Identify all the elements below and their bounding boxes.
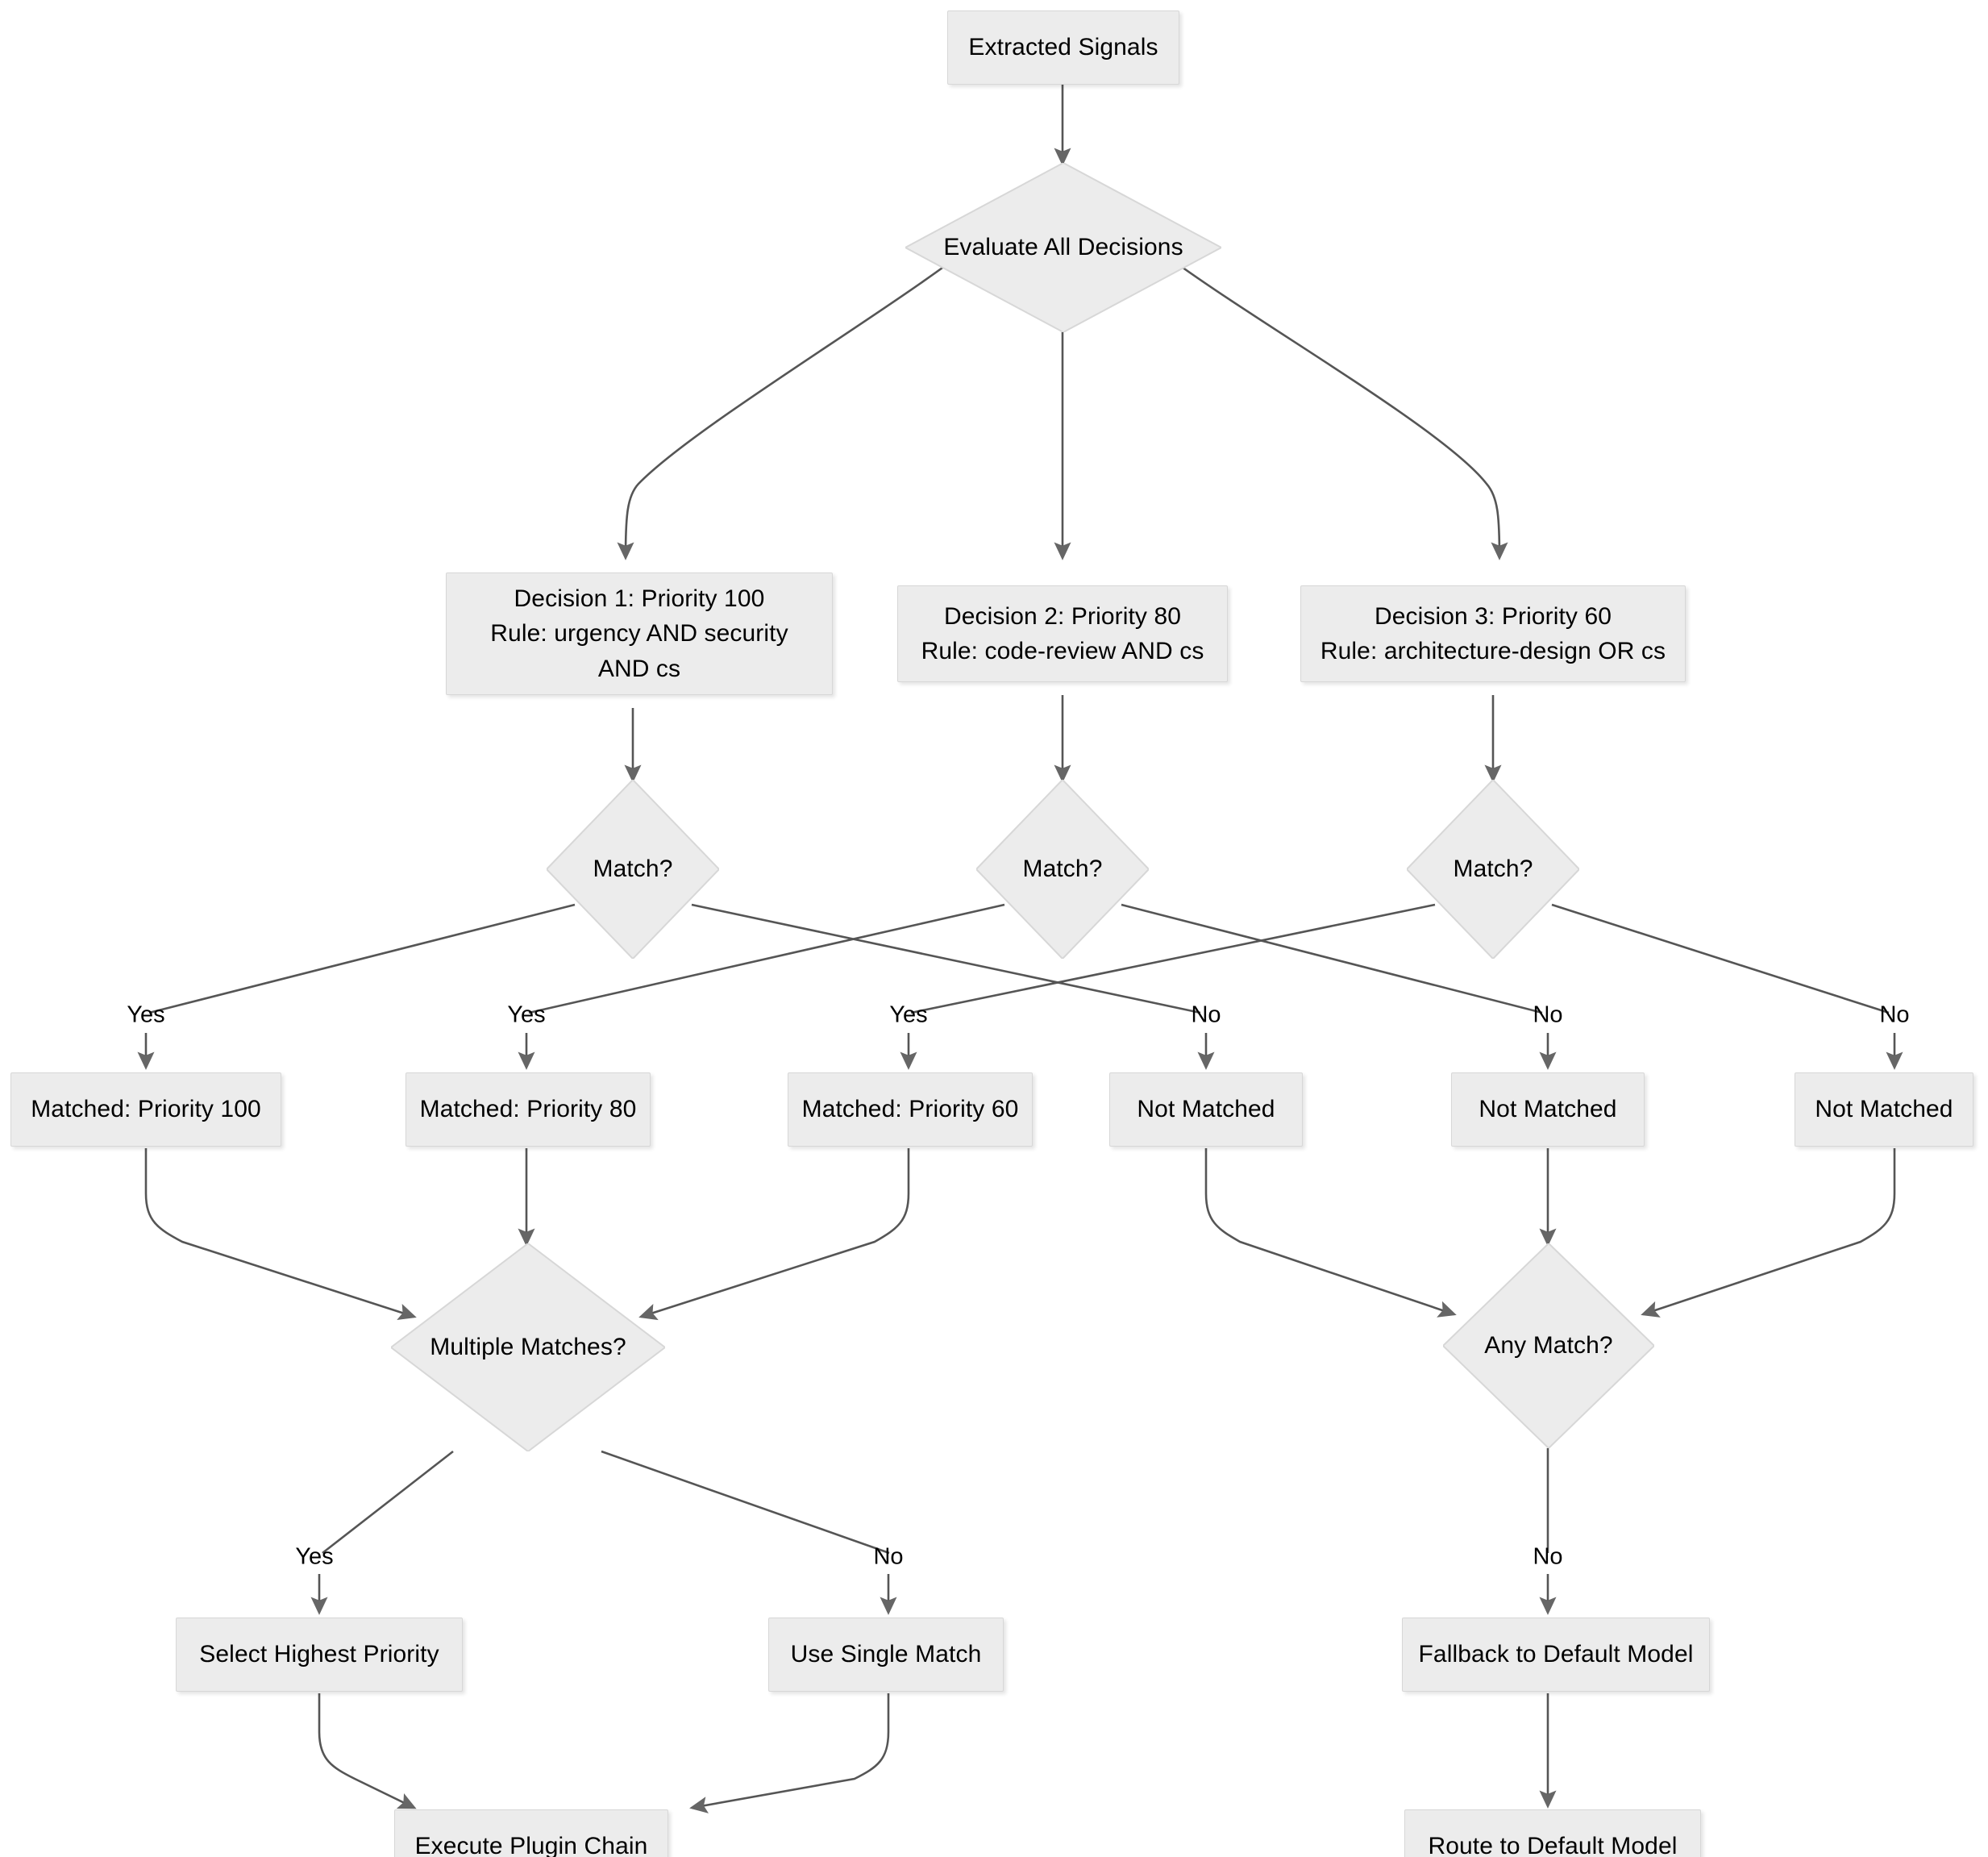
edge-usesingle-executeplugin	[689, 1693, 890, 1813]
edge-matched3-multiple	[638, 1148, 910, 1321]
edge-selecthighest-executeplugin	[318, 1693, 417, 1809]
edge-match2-yes	[528, 903, 1005, 1014]
edge-label-yes-3: Yes	[889, 1001, 928, 1028]
node-decision-3[interactable]: Decision 3: Priority 60 Rule: architectu…	[1300, 585, 1686, 682]
edge-label-yes-2: Yes	[507, 1001, 546, 1028]
edge-notmatched3-anymatch	[1641, 1148, 1896, 1318]
node-extracted-signals[interactable]: Extracted Signals	[947, 10, 1179, 85]
node-not-matched-2[interactable]: Not Matched	[1451, 1072, 1645, 1147]
edge-multiple-yes	[322, 1450, 454, 1555]
diamond-shape	[976, 780, 1149, 959]
node-select-highest-priority[interactable]: Select Highest Priority	[176, 1618, 463, 1692]
node-label: Decision 3: Priority 60 Rule: architectu…	[1320, 602, 1666, 665]
edge-match1-no	[691, 903, 1201, 1014]
node-matched-priority-80[interactable]: Matched: Priority 80	[406, 1072, 651, 1147]
edge-label-any-match-no: No	[1533, 1543, 1563, 1570]
node-evaluate-all-decisions[interactable]: Evaluate All Decisions	[905, 163, 1221, 332]
diamond-shape	[905, 163, 1221, 332]
node-label: Match?	[593, 856, 673, 883]
node-multiple-matches[interactable]: Multiple Matches?	[391, 1243, 665, 1451]
node-any-match[interactable]: Any Match?	[1443, 1243, 1654, 1448]
diamond-shape	[547, 780, 719, 959]
node-matched-priority-100[interactable]: Matched: Priority 100	[10, 1072, 281, 1147]
diamond-shape	[391, 1243, 665, 1451]
node-decision-2[interactable]: Decision 2: Priority 80 Rule: code-revie…	[897, 585, 1228, 682]
edge-label-yes-1: Yes	[127, 1001, 165, 1028]
node-route-to-default-model[interactable]: Route to Default Model	[1404, 1809, 1701, 1857]
node-use-single-match[interactable]: Use Single Match	[768, 1618, 1004, 1692]
node-label: Use Single Match	[790, 1641, 982, 1668]
edge-label-no-1: No	[1191, 1001, 1221, 1028]
edge-label-no-3: No	[1879, 1001, 1910, 1028]
node-not-matched-3[interactable]: Not Matched	[1795, 1072, 1973, 1147]
node-label: Select Highest Priority	[199, 1641, 439, 1668]
node-label: Not Matched	[1137, 1096, 1275, 1123]
node-label: Match?	[1453, 856, 1533, 883]
node-match-2[interactable]: Match?	[976, 780, 1149, 959]
node-label: Decision 2: Priority 80 Rule: code-revie…	[921, 602, 1204, 665]
edge-notmatched1-anymatch	[1204, 1148, 1457, 1318]
node-label: Evaluate All Decisions	[943, 234, 1183, 261]
node-label: Extracted Signals	[968, 34, 1158, 61]
node-fallback-to-default-model[interactable]: Fallback to Default Model	[1402, 1618, 1710, 1692]
edge-label-multiple-no: No	[873, 1543, 904, 1570]
node-match-3[interactable]: Match?	[1407, 780, 1579, 959]
node-label: Multiple Matches?	[430, 1334, 626, 1361]
edge-matched1-multiple	[144, 1148, 417, 1321]
node-label: Match?	[1022, 856, 1103, 883]
node-not-matched-1[interactable]: Not Matched	[1109, 1072, 1303, 1147]
node-label: Decision 1: Priority 100 Rule: urgency A…	[490, 585, 788, 682]
node-label: Matched: Priority 80	[419, 1096, 637, 1123]
edge-match3-yes	[910, 903, 1436, 1014]
edge-label-multiple-yes: Yes	[295, 1543, 334, 1570]
edge-label-no-2: No	[1533, 1001, 1563, 1028]
diamond-shape	[1443, 1243, 1654, 1448]
node-label: Matched: Priority 60	[801, 1096, 1019, 1123]
node-matched-priority-60[interactable]: Matched: Priority 60	[788, 1072, 1033, 1147]
diamond-shape	[1407, 780, 1579, 959]
node-label: Matched: Priority 100	[31, 1096, 261, 1123]
edge-match1-yes	[148, 903, 576, 1014]
edge-match2-no	[1121, 903, 1543, 1014]
edge-multiple-no	[601, 1450, 890, 1555]
node-label: Not Matched	[1815, 1096, 1953, 1123]
node-match-1[interactable]: Match?	[547, 780, 719, 959]
node-label: Fallback to Default Model	[1418, 1641, 1694, 1668]
edge-evaluate-decision1	[617, 245, 971, 560]
node-label: Route to Default Model	[1428, 1833, 1678, 1857]
node-label: Any Match?	[1484, 1332, 1613, 1359]
node-decision-1[interactable]: Decision 1: Priority 100 Rule: urgency A…	[446, 573, 833, 695]
node-label: Not Matched	[1479, 1096, 1617, 1123]
edge-match3-no	[1551, 903, 1890, 1014]
node-execute-plugin-chain[interactable]: Execute Plugin Chain	[394, 1809, 668, 1857]
edge-evaluate-decision3	[1154, 245, 1508, 560]
node-label: Execute Plugin Chain	[414, 1833, 648, 1857]
